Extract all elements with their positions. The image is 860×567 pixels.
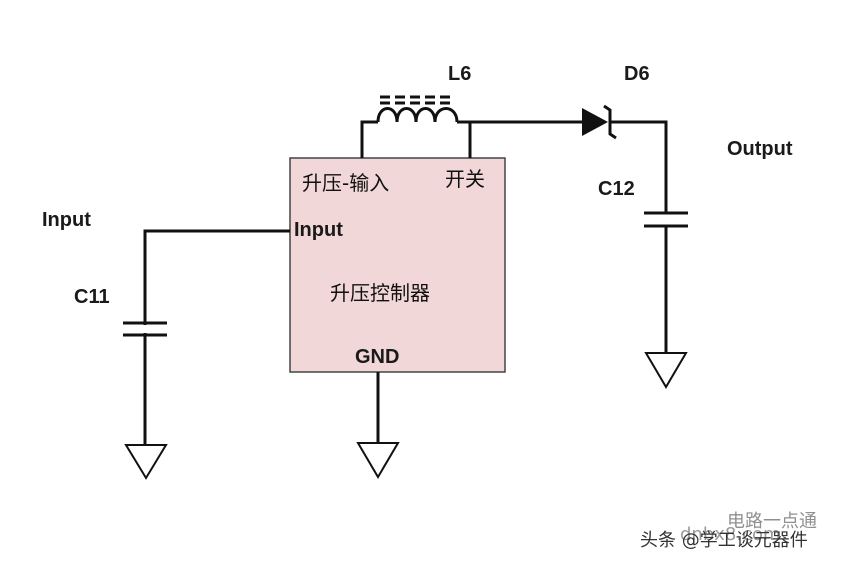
input-wire (143, 229, 290, 445)
watermark-line3: dnbx8.com (680, 524, 781, 545)
d6-label: D6 (624, 63, 650, 85)
boost-controller-chip (289, 157, 506, 373)
chip-gnd-pin-label: GND (355, 346, 399, 368)
chip-name-label: 升压控制器 (330, 281, 430, 305)
ground-symbol-right (644, 352, 688, 389)
c12-label: C12 (598, 178, 635, 200)
chip-input-pin-label: Input (294, 219, 343, 241)
inductor-core-dashes (380, 95, 450, 105)
ground-symbol-left (124, 444, 168, 480)
l6-label: L6 (448, 63, 471, 85)
watermark-line1: 电路一点通 (727, 511, 817, 532)
watermark-line2: 头条 @学工谈元器件 (640, 530, 808, 551)
input-label-left: Input (42, 209, 91, 231)
c11-label: C11 (74, 286, 110, 308)
chip-switch-pin-label: 开关 (445, 167, 485, 191)
inductor-coil (376, 107, 459, 123)
output-wire (610, 120, 668, 213)
inductor-left-lead (360, 120, 378, 158)
inductor-right-lead (457, 120, 472, 158)
diode-d6-triangle (582, 108, 608, 136)
chip-boost-input-pin-label: 升压-输入 (302, 171, 389, 195)
output-label: Output (727, 138, 793, 160)
ground-symbol-center (356, 442, 400, 479)
